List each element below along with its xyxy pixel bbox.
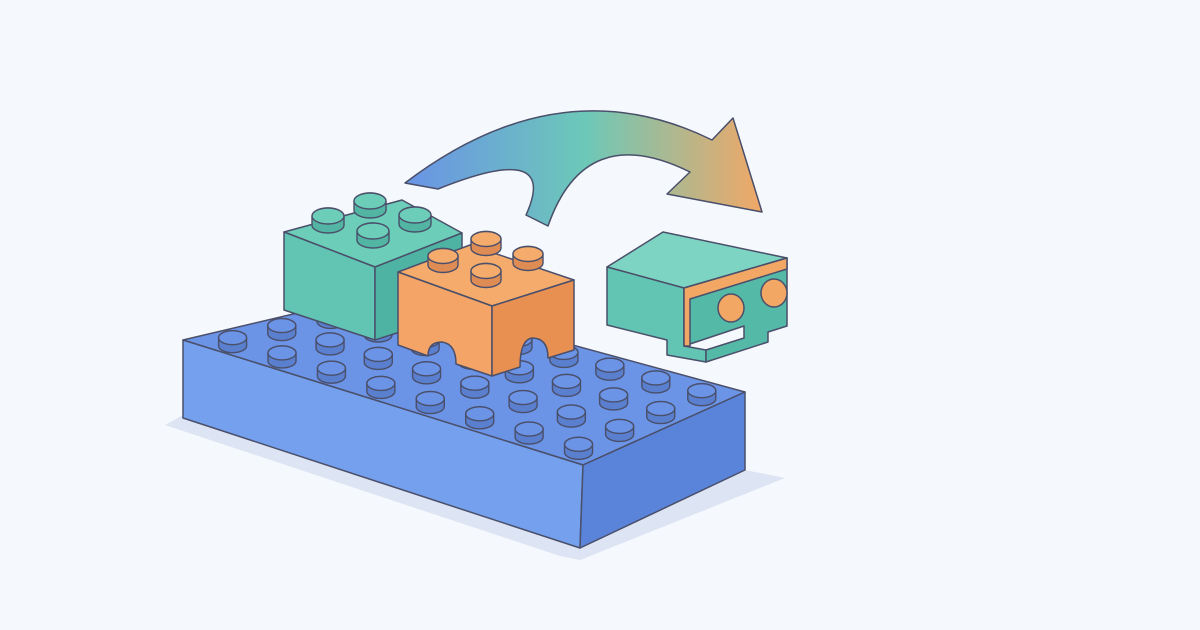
base-stud bbox=[508, 389, 538, 414]
base-stud bbox=[645, 400, 676, 425]
teal-adapter-brick bbox=[606, 231, 788, 363]
base-stud bbox=[460, 375, 490, 399]
base-stud bbox=[366, 375, 396, 400]
base-stud bbox=[363, 346, 393, 371]
base-stud bbox=[267, 317, 297, 342]
teal-brick-stud bbox=[398, 206, 432, 233]
base-side-face bbox=[579, 391, 746, 549]
orange-brick-studs bbox=[427, 230, 544, 289]
teal-brick-stud bbox=[356, 222, 390, 249]
orange-brick-stud bbox=[470, 262, 502, 289]
base-stud bbox=[687, 383, 717, 407]
orange-brick-stud bbox=[427, 247, 459, 274]
base-stud bbox=[551, 373, 582, 398]
base-stud bbox=[415, 390, 445, 415]
teal-brick-stud bbox=[311, 207, 345, 234]
curved-arrow bbox=[404, 110, 763, 227]
adapter-stud-left bbox=[717, 293, 745, 323]
base-stud bbox=[316, 360, 347, 384]
orange-brick-front-face bbox=[397, 271, 493, 377]
base-stud bbox=[604, 418, 635, 443]
base-stud bbox=[556, 404, 587, 428]
adapter-orange-band bbox=[683, 257, 788, 347]
teal-brick-studs bbox=[311, 192, 432, 249]
teal-brick-stud bbox=[353, 192, 387, 219]
orange-brick-stud bbox=[470, 230, 502, 257]
base-stud bbox=[217, 330, 248, 354]
adapter-side-studs bbox=[717, 278, 788, 323]
base-stud bbox=[598, 387, 629, 411]
base-stud bbox=[267, 345, 297, 369]
base-stud bbox=[315, 332, 345, 356]
base-stud bbox=[563, 436, 594, 460]
orange-brick-side-face bbox=[491, 279, 575, 377]
base-stud bbox=[595, 357, 625, 381]
orange-brick-stud bbox=[512, 245, 544, 272]
base-stud bbox=[411, 361, 442, 385]
base-stud bbox=[514, 421, 544, 445]
adapter-stud-right bbox=[760, 278, 788, 308]
base-stud bbox=[641, 370, 671, 394]
base-stud bbox=[464, 406, 495, 430]
